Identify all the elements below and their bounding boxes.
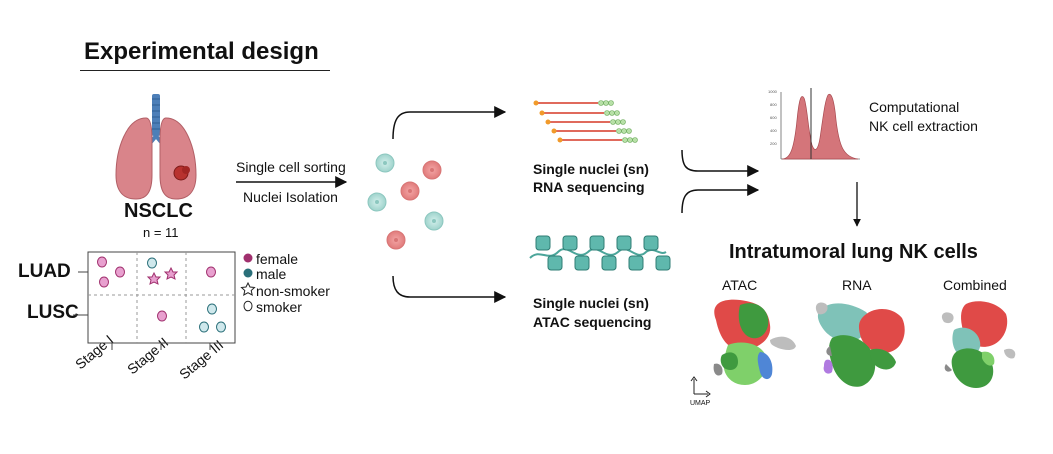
atac-branch-arrow xyxy=(392,275,507,303)
sample-marker xyxy=(115,266,125,278)
step-sorting-label: Single cell sorting xyxy=(236,159,346,175)
legend-non-smoker-label: non-smoker xyxy=(256,283,330,299)
sample-marker xyxy=(97,256,107,268)
legend-male-label: male xyxy=(256,266,287,282)
merge-arrow-rna xyxy=(681,149,760,177)
umap-axes-icon xyxy=(690,376,711,398)
rna-seq-label-line1: Single nuclei (sn) xyxy=(533,161,649,177)
cell-icons xyxy=(367,153,444,250)
svg-text:400: 400 xyxy=(770,128,777,133)
legend-smoker-label: smoker xyxy=(256,299,302,315)
diagram-title: Experimental design xyxy=(84,38,319,65)
star-marker xyxy=(146,271,162,285)
extraction-label-line2: NK cell extraction xyxy=(869,118,978,134)
legend-male-marker xyxy=(243,268,253,278)
extraction-label-line1: Computational xyxy=(869,99,960,115)
sample-marker xyxy=(206,266,216,278)
panel-label-atac: ATAC xyxy=(722,277,758,293)
umap-atac-plot xyxy=(713,299,796,385)
disease-label: NSCLC xyxy=(124,200,193,222)
svg-text:600: 600 xyxy=(770,115,777,120)
chromatin-icon xyxy=(529,235,671,271)
sample-marker xyxy=(207,303,217,315)
step-isolation-label: Nuclei Isolation xyxy=(243,189,338,205)
umap-rna-plot xyxy=(815,302,905,387)
lung-icon xyxy=(115,94,197,200)
rna-branch-arrow xyxy=(392,106,507,140)
legend-non-smoker-marker xyxy=(240,281,256,296)
sample-count: n = 11 xyxy=(143,225,179,240)
star-marker xyxy=(163,266,179,280)
sample-marker xyxy=(99,276,109,288)
svg-text:1000: 1000 xyxy=(768,89,778,94)
panel-label-rna: RNA xyxy=(842,277,872,293)
legend-female-marker xyxy=(243,253,253,263)
sample-marker xyxy=(157,310,167,322)
rna-reads-icon xyxy=(533,100,638,143)
atac-seq-label-line1: Single nuclei (sn) xyxy=(533,295,649,311)
row-label-luad: LUAD xyxy=(18,261,71,282)
patient-grid xyxy=(73,251,236,350)
legend-female-label: female xyxy=(256,251,299,267)
histogram-icon xyxy=(780,88,860,160)
panel-label-combined: Combined xyxy=(943,277,1007,293)
svg-text:800: 800 xyxy=(770,102,777,107)
title-underline xyxy=(80,70,330,71)
merge-arrow-atac xyxy=(681,184,760,214)
sample-marker xyxy=(147,257,157,269)
legend-smoker-marker xyxy=(243,300,253,312)
histogram-ticks: 1000 800 600 400 200 xyxy=(768,89,778,146)
sample-marker xyxy=(199,321,209,333)
sample-marker xyxy=(216,321,226,333)
umap-axis-label: UMAP xyxy=(690,400,711,407)
row-label-lusc: LUSC xyxy=(27,302,79,323)
atac-seq-label-line2: ATAC sequencing xyxy=(533,314,652,330)
result-title: Intratumoral lung NK cells xyxy=(729,241,978,263)
svg-text:200: 200 xyxy=(770,141,777,146)
rna-seq-label-line2: RNA sequencing xyxy=(533,179,645,195)
umap-combined-plot xyxy=(941,301,1016,388)
